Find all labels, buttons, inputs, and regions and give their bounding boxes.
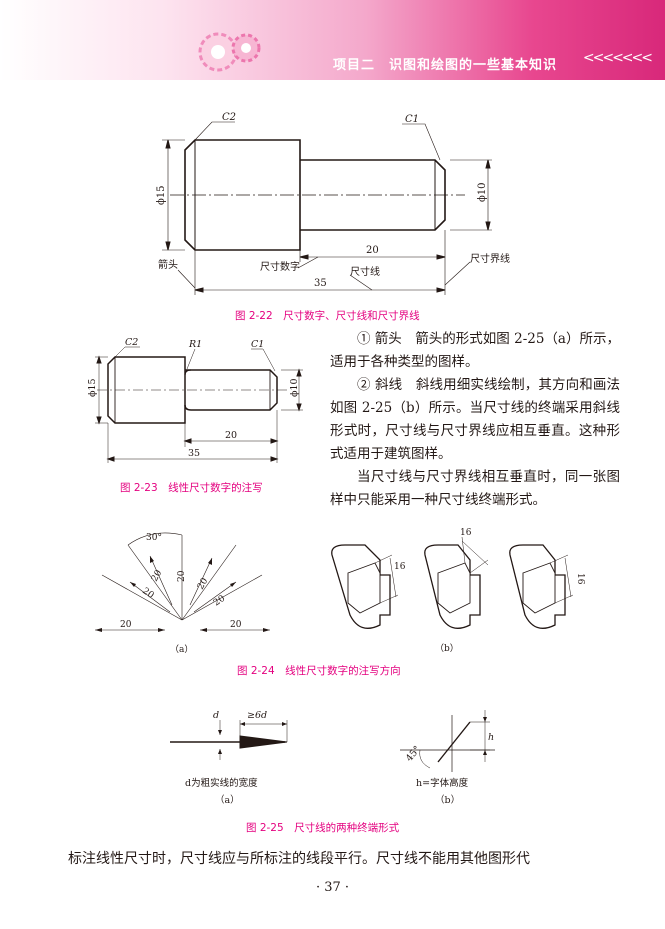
page-number: · 37 · [315, 880, 350, 895]
fig22-d10-label: ϕ10 [477, 182, 488, 202]
fig25a-sub: （a） [215, 794, 240, 806]
para-slash: ② 斜线 斜线用细实线绘制，其方向和画法如图 2-25（b）所示。当尺寸线的终端… [330, 377, 620, 462]
fig24a-angle: 30° [146, 533, 162, 543]
fig25b-h: h [488, 732, 494, 743]
fig24a-num-7: 20 [230, 620, 242, 630]
fig25-caption: 图 2-25 尺寸线的两种终端形式 [246, 822, 400, 834]
fig24b-num-1: 16 [394, 562, 406, 572]
fig24a-num-6: 20 [120, 620, 132, 630]
header-title: 项目二 识图和绘图的一些基本知识 [332, 58, 557, 73]
fig22-dimline-label: 尺寸线 [350, 265, 380, 278]
fig24-caption: 图 2-24 线性尺寸数字的注写方向 [237, 665, 401, 677]
fig23-d10-label: ϕ10 [289, 378, 300, 397]
fig22-dim35: 35 [314, 278, 327, 289]
fig23-c1-label: C1 [251, 339, 264, 350]
fig25b-deg45: 45° [404, 744, 423, 764]
fig25b-sub: （b） [435, 794, 460, 806]
para-arrow: ① 箭头 箭头的形式如图 2-25（a）所示，适用于各种类型的图样。 [330, 331, 620, 370]
fig22-arrow-label: 箭头 [158, 258, 178, 271]
fig22-c1-label: C1 [405, 114, 419, 125]
figure-2-23: C2 R1 C1 ϕ15 ϕ10 20 35 [87, 337, 303, 463]
gear-decoration-icon [198, 32, 261, 72]
fig24a-sub: （a） [170, 644, 193, 655]
fig22-extline-label: 尺寸界线 [470, 252, 510, 265]
para-rule: 当尺寸线与尺寸界线相互垂直时，同一张图样中只能采用一种尺寸线终端形式。 [330, 469, 620, 508]
body-text-right: ① 箭头 箭头的形式如图 2-25（a）所示，适用于各种类型的图样。 ② 斜线 … [330, 328, 620, 512]
fig24b-num-3: 16 [575, 573, 585, 585]
fig25a-d: d [213, 710, 219, 721]
figure-2-25b: h 45° h=字体高度 （b） [400, 710, 495, 806]
fig22-dim20: 20 [366, 245, 379, 256]
fig23-d15-label: ϕ15 [87, 378, 98, 397]
fig24a-num-4: 20 [140, 586, 155, 601]
fig24a-num-1: 20 [150, 568, 165, 583]
header-chevrons: <<<<<<< [582, 50, 653, 66]
fig22-caption: 图 2-22 尺寸数字、尺寸线和尺寸界线 [235, 310, 420, 322]
figure-2-24b: 16 16 16 （b） [331, 528, 585, 654]
fig23-dim35: 35 [188, 448, 200, 459]
fig25a-note: d为粗实线的宽度 [185, 777, 258, 789]
fig24b-num-2: 16 [460, 528, 472, 538]
fig23-caption: 图 2-23 线性尺寸数字的注写 [120, 482, 263, 494]
body-text-bottom: 标注线性尺寸时，尺寸线应与所标注的线段平行。尺寸线不能用其他图形代 [68, 851, 530, 867]
page-header: 项目二 识图和绘图的一些基本知识 <<<<<<< [0, 0, 665, 80]
fig23-dim20: 20 [225, 430, 237, 441]
fig22-c2-label: C2 [222, 112, 236, 123]
fig22-dimnum-label: 尺寸数字 [260, 260, 300, 273]
fig23-r1-label: R1 [188, 339, 202, 350]
figure-2-25a: d ≥6d d为粗实线的宽度 （a） [170, 710, 288, 806]
fig22-d15-label: ϕ15 [156, 185, 167, 205]
fig24b-sub: （b） [435, 643, 459, 654]
fig24a-num-3: 20 [196, 576, 211, 591]
figure-2-22: C2 C1 ϕ15 ϕ10 20 35 箭头 尺寸数字 尺寸线 尺寸界线 [156, 112, 510, 295]
fig25a-ge6d: ≥6d [247, 710, 267, 721]
fig24a-num-2: 20 [177, 570, 187, 582]
fig25b-note: h=字体高度 [416, 777, 469, 789]
fig23-c2-label: C2 [125, 337, 138, 348]
figure-2-24a: 30° 20 20 20 20 20 20 20 （a） [95, 532, 270, 655]
